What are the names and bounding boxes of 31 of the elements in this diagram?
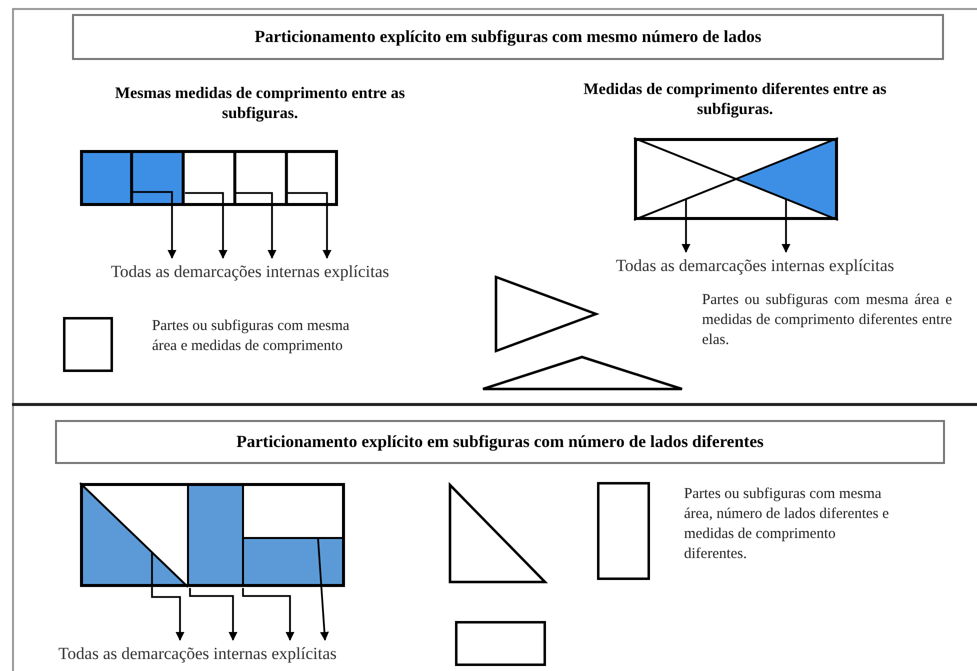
description-text: Partes ou subfiguras com mesma área e medidas de comprimento [152, 317, 350, 356]
caption-text: Todas as demarcações internas explícitas [40, 258, 460, 286]
section-title: Particionamento explícito em subfiguras com mesmo número de lados [254, 26, 762, 48]
triangle-shape [482, 356, 683, 390]
crossed-rectangle-drawing [634, 138, 838, 220]
triangle-shape [495, 276, 597, 352]
partitioned-strip-drawing [80, 150, 338, 206]
arrow [682, 199, 690, 253]
title-box [55, 420, 945, 464]
arrow [185, 192, 228, 259]
arrow [317, 538, 329, 641]
arrow [287, 192, 332, 259]
arrow [782, 199, 790, 253]
arrow [151, 553, 184, 641]
caption-text: Todas as demarcações internas explícitas [30, 640, 365, 668]
description-text: Partes ou subfiguras com mesma área e medidas de comprimento diferentes entre elas. [702, 291, 952, 350]
description-text: Partes ou subfiguras com mesma área, número de lados diferentes e medidas de comprimento diferentes. [684, 485, 890, 564]
arrow [189, 588, 238, 641]
section-title: Particionamento explícito em subfiguras com número de lados diferentes [236, 431, 764, 454]
arrow [235, 192, 276, 259]
rectangle-shape [63, 317, 113, 372]
arrow [242, 588, 294, 641]
mixed-partition-drawing [80, 483, 345, 587]
arrow [133, 191, 176, 259]
triangle-shape [449, 484, 546, 583]
title-box [72, 14, 944, 60]
rectangle-shape [597, 482, 650, 580]
rectangle-shape [455, 621, 546, 666]
subheading: Medidas de comprimento diferentes entre as subfiguras. [582, 80, 888, 120]
caption-text: Todas as demarcações internas explícitas [550, 252, 960, 280]
subheading: Mesmas medidas de comprimento entre as subfiguras. [114, 84, 406, 124]
